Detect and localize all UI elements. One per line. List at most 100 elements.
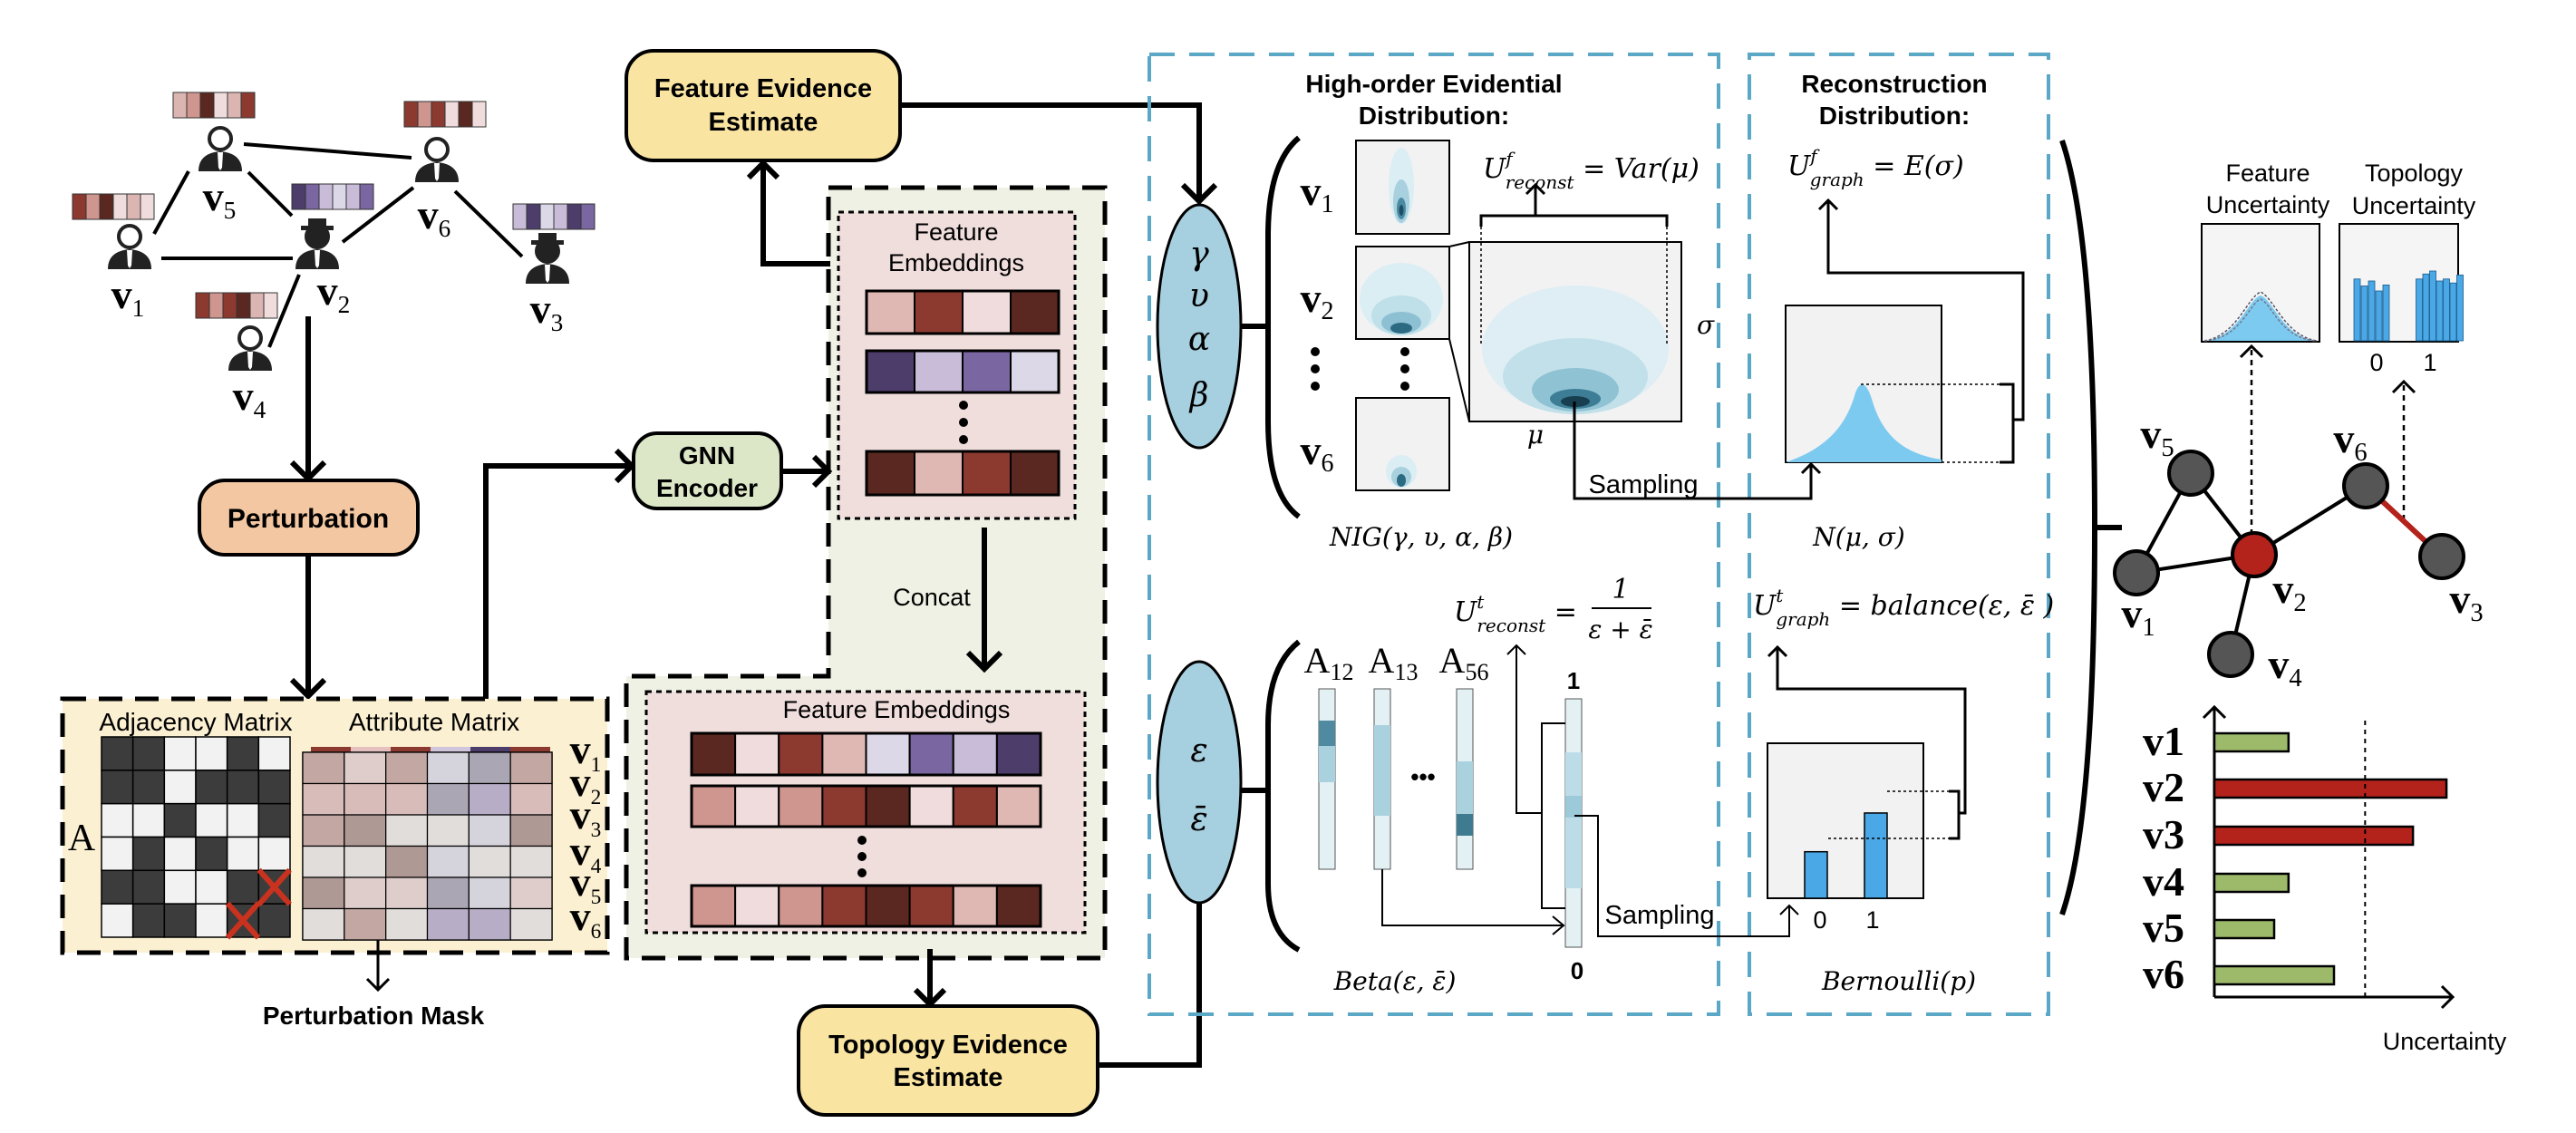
output-node-v6: v6 [2333,415,2389,509]
attribute-cell [344,782,387,816]
matrix-label-v5: v5 [570,858,602,909]
edge-beta-bar-a56 [1456,688,1474,870]
output-node-label-v3: v3 [2449,576,2483,627]
topology-uncertainty-bar [2375,290,2383,342]
bar-label-v4: v4 [2143,858,2184,905]
embedding-cell [866,290,915,334]
bar-v4 [2213,872,2290,894]
user-icon [228,325,272,371]
feature-vector-v5 [172,92,256,119]
arrow-matrix-to-gnn [483,448,636,699]
output-node-label-v1: v1 [2121,590,2155,642]
adjacency-cell [163,836,197,872]
matrix-label-v1: v1 [570,726,602,777]
perturbation-box: Perturbation [198,479,420,557]
embedding-cell [1010,450,1060,496]
graph-node-v1: v1 [72,193,155,322]
embedding-cell [1010,350,1060,393]
attribute-cell [509,907,553,941]
topology-uncertainty-bar [2443,278,2450,342]
node-label-v4: v4 [233,373,266,423]
edge-v5-v2 [247,170,294,218]
node-label-v6: v6 [418,191,451,242]
adjacency-cell [131,736,166,771]
attribute-cell [385,907,429,941]
topology-tick-1: 1 [2423,349,2436,376]
concat-embeddings-box: Feature Embeddings [644,690,1087,934]
output-node-v5: v5 [2140,411,2214,497]
embedding-cell [1010,290,1060,334]
edge-beta-bar-a13 [1373,688,1391,870]
embedding-cell [866,450,915,496]
ellipsis-dot [857,836,867,845]
output-graph: Feature Uncertainty Topology Uncertainty… [2113,160,2484,692]
attribute-cell [468,782,511,816]
spy-user-icon [295,218,339,269]
gnn-label-1: GNN [679,441,735,470]
beta-label: Beta(ε, ε̄) [1333,966,1457,996]
evidential-region [1148,53,1720,1016]
graph-node-v2: v2 [291,183,374,318]
bernoulli-bar-1 [1864,812,1888,899]
brace-feature [1265,135,1301,519]
adjacency-cell [163,736,197,771]
attribute-cell [426,751,470,785]
mu-axis-label: μ [1527,420,1544,450]
bar-v3 [2213,825,2415,847]
topology-uncertainty-bar [2416,278,2423,342]
user-icon [108,224,151,269]
param-epsilon: ε [1190,732,1207,770]
embedding-cell [778,785,824,828]
adjacency-cell [257,802,291,838]
attribute-cell [426,907,470,941]
attribute-cell [468,845,511,878]
embedding-cell [691,732,737,776]
bar-label-v6: v6 [2143,951,2184,997]
reconstruction-region [1748,53,2050,1016]
output-node-v1: v1 [2113,549,2160,642]
arrow-graph-to-perturbation [289,316,327,483]
mask-x-icon [257,867,292,906]
adjacency-cell [257,770,291,805]
beta-scale-bottom: 0 [1571,957,1583,984]
feature-embeddings-title-2: Embeddings [888,249,1024,276]
concat-embedding-row [690,784,1042,828]
topology-uncertainty-bar [2429,270,2436,342]
node-label-v1: v1 [111,271,145,322]
nig-label-v2: v2 [1301,275,1334,325]
embedding-cell [865,732,911,776]
feature-vector-v6 [403,101,487,128]
attribute-cell [302,845,345,878]
adjacency-cell [163,770,197,805]
ellipsis-dot [959,435,968,444]
embedding-cell [962,450,1012,496]
edge-v2-v4 [267,274,301,348]
arrow-embeddings-to-feature-evidence [746,159,830,266]
adjacency-cell [226,869,260,905]
feature-vector-v4 [195,292,278,319]
arrow-perturbation-to-matrix [289,555,327,701]
ellipsis-dot [959,401,968,410]
spy-user-icon [526,233,569,284]
nig-label-v1: v1 [1301,168,1334,218]
feature-uncertainty-title-1: Feature [2225,160,2310,187]
attribute-cell [468,814,511,847]
ellipsis-dot [959,418,968,427]
adjacency-cell [163,903,197,938]
gnn-label-2: Encoder [656,474,758,502]
feature-vector-v3 [512,203,596,230]
param-epsilon-bar: ε̄ [1190,801,1207,838]
brace-topology [1265,639,1301,953]
embedding-cell [866,350,915,393]
arrow-feature-evidence-to-params [900,102,1218,206]
attribute-cell [468,907,511,941]
node-label-v3: v3 [530,286,564,336]
perturbation-label: Perturbation [228,504,389,534]
arrow-perturbation-mask [365,940,391,993]
feature-embeddings-box: Feature Embeddings [837,210,1077,520]
